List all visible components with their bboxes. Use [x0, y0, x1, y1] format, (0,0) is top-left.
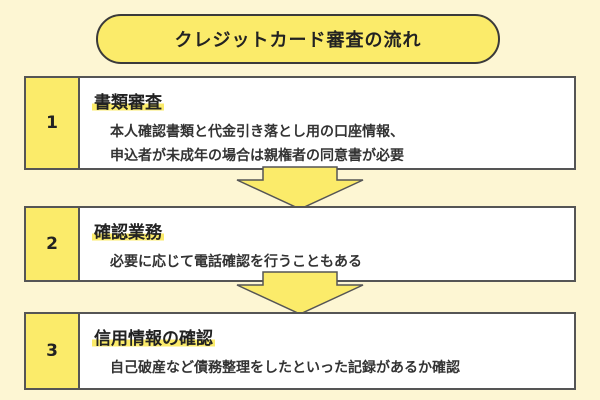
step-1: 1 書類審査 本人確認書類と代金引き落とし用の口座情報、 申込者が未成年の場合は… [24, 76, 576, 170]
step-description-line: 本人確認書類と代金引き落とし用の口座情報、 [110, 124, 404, 140]
down-arrow-icon [236, 166, 364, 210]
step-description-line: 申込者が未成年の場合は親権者の同意書が必要 [110, 148, 404, 164]
flow-title: クレジットカード審査の流れ [96, 14, 500, 64]
step-3: 3 信用情報の確認 自己破産など債務整理をしたといった記録があるか確認 [24, 312, 576, 390]
step-description: 自己破産など債務整理をしたといった記録があるか確認 [110, 356, 460, 380]
step-title: 確認業務 [92, 218, 164, 243]
step-body: 信用情報の確認 自己破産など債務整理をしたといった記録があるか確認 [80, 314, 574, 388]
step-title: 書類審査 [92, 88, 164, 113]
step-number: 2 [26, 208, 80, 280]
step-description-line: 自己破産など債務整理をしたといった記録があるか確認 [110, 360, 460, 376]
step-number: 1 [26, 78, 80, 168]
step-description: 必要に応じて電話確認を行うこともある [110, 250, 362, 274]
step-number: 3 [26, 314, 80, 388]
step-2: 2 確認業務 必要に応じて電話確認を行うこともある [24, 206, 576, 282]
step-description-line: 必要に応じて電話確認を行うこともある [110, 254, 362, 270]
step-body: 書類審査 本人確認書類と代金引き落とし用の口座情報、 申込者が未成年の場合は親権… [80, 78, 574, 168]
down-arrow-icon [236, 271, 364, 315]
step-title: 信用情報の確認 [92, 324, 215, 349]
step-description: 本人確認書類と代金引き落とし用の口座情報、 申込者が未成年の場合は親権者の同意書… [110, 120, 404, 168]
step-body: 確認業務 必要に応じて電話確認を行うこともある [80, 208, 574, 280]
